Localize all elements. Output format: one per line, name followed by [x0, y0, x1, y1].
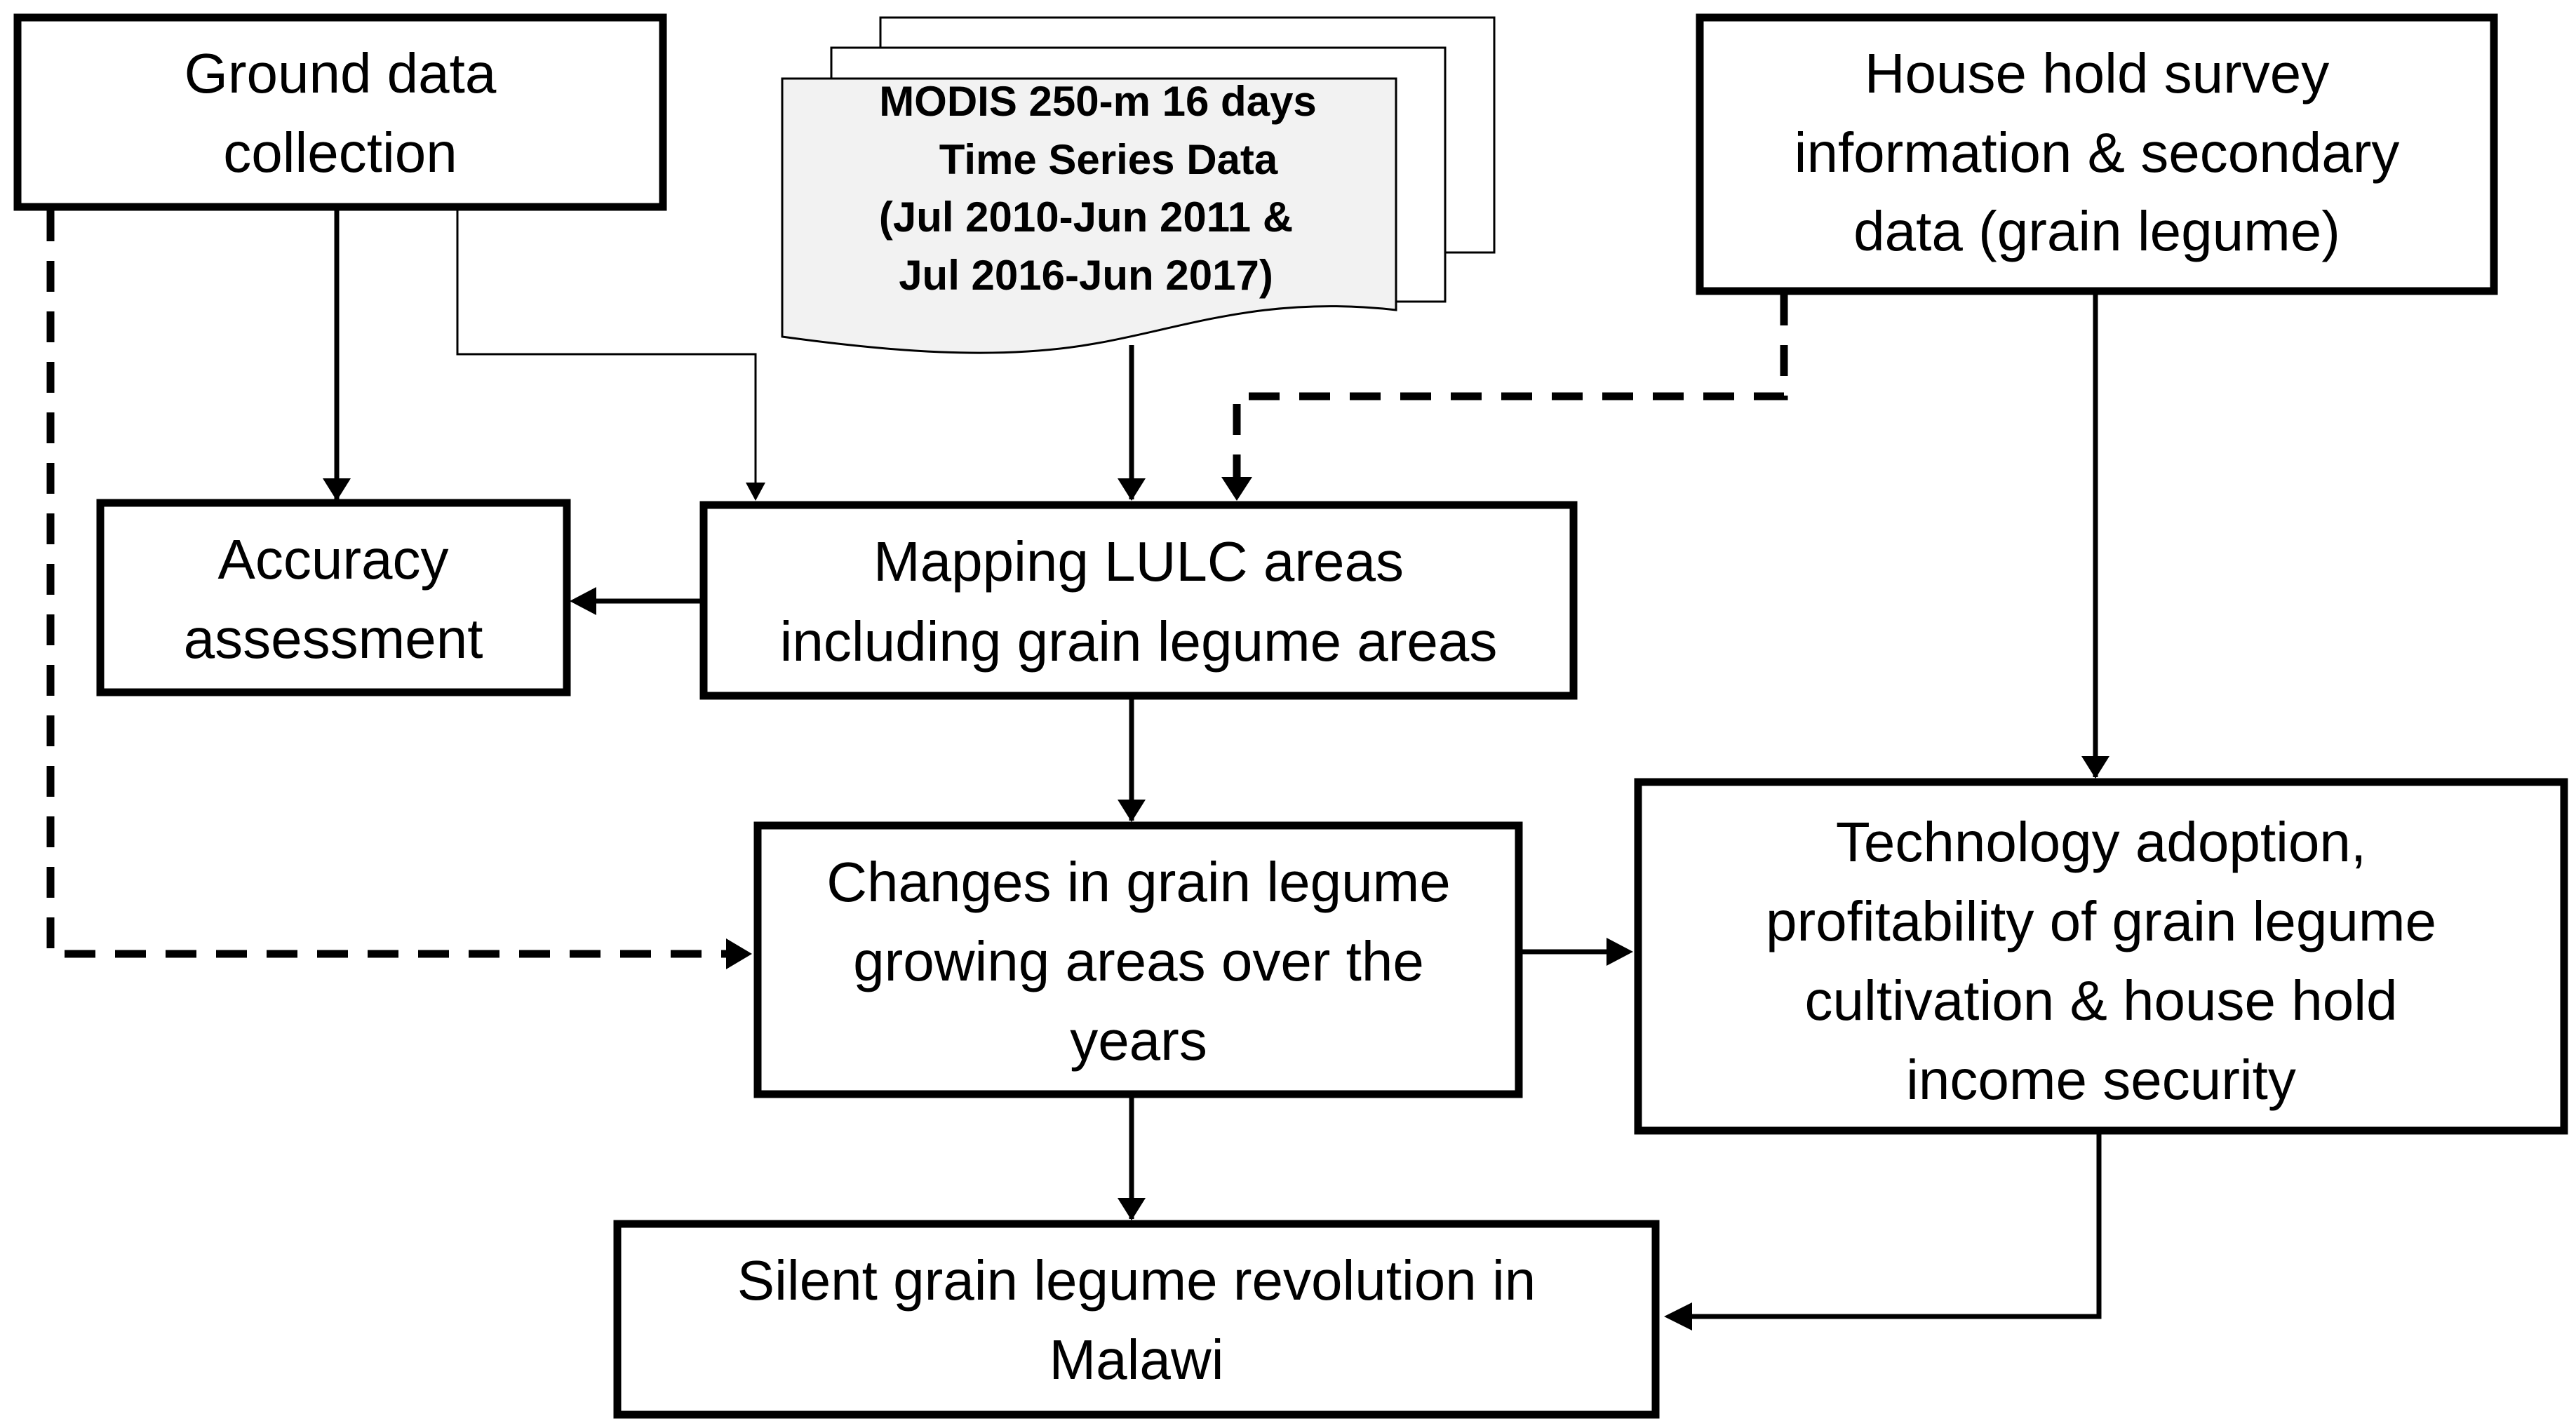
- arrowhead-ground-to-mapping: [746, 483, 765, 501]
- accuracy-line-2: assessment: [184, 607, 483, 670]
- arrowhead-technology-to-revolution: [1664, 1302, 1692, 1331]
- arrowhead-mapping-to-changes: [1118, 800, 1146, 822]
- technology-line-1: Technology adoption,: [1836, 811, 2366, 873]
- household-line-2: information & secondary: [1795, 121, 2400, 184]
- node-household-survey: House hold survey information & secondar…: [1696, 13, 2498, 295]
- changes-line-1: Changes in grain legume: [826, 851, 1450, 913]
- revolution-line-2: Malawi: [1049, 1328, 1224, 1391]
- technology-line-4: income security: [1906, 1049, 2296, 1111]
- mapping-line-2: including grain legume areas: [780, 610, 1498, 673]
- arrowhead-mapping-to-accuracy: [570, 587, 596, 615]
- revolution-line-1: Silent grain legume revolution in: [737, 1249, 1536, 1312]
- node-silent-revolution: Silent grain legume revolution in Malawi: [613, 1220, 1660, 1419]
- arrowhead-household-to-technology: [2081, 756, 2109, 779]
- modis-line-2: Time Series Data: [939, 136, 1278, 183]
- changes-line-3: years: [1070, 1009, 1207, 1072]
- arrow-ground-to-mapping: [456, 210, 757, 494]
- arrow-household-to-mapping: [1233, 295, 1788, 484]
- node-modis-document-stack: MODIS 250-m 16 days Time Series Data (Ju…: [781, 16, 1496, 354]
- node-accuracy-assessment: Accuracy assessment: [96, 499, 571, 696]
- arrowhead-ground-to-changes: [726, 938, 752, 969]
- arrowhead-household-to-mapping: [1221, 477, 1252, 501]
- modis-line-1: MODIS 250-m 16 days: [879, 78, 1317, 125]
- modis-line-3: (Jul 2010-Jun 2011 &: [879, 194, 1293, 241]
- household-line-1: House hold survey: [1865, 42, 2330, 105]
- accuracy-line-1: Accuracy: [218, 528, 449, 591]
- arrowhead-ground-to-accuracy: [323, 478, 351, 501]
- connectors: [46, 210, 2109, 1331]
- technology-line-3: cultivation & house hold: [1805, 969, 2398, 1032]
- household-line-3: data (grain legume): [1853, 200, 2340, 262]
- modis-line-4: Jul 2016-Jun 2017): [899, 252, 1273, 299]
- mapping-line-1: Mapping LULC areas: [873, 530, 1404, 593]
- ground-data-line-1: Ground data: [185, 42, 497, 105]
- node-ground-data-collection: Ground data collection: [13, 13, 667, 211]
- changes-line-2: growing areas over the: [853, 930, 1424, 992]
- arrowhead-changes-to-revolution: [1118, 1198, 1146, 1220]
- arrow-technology-to-revolution: [1670, 1134, 2102, 1319]
- document-page-front: [781, 77, 1397, 354]
- technology-line-2: profitability of grain legume: [1766, 890, 2436, 952]
- node-changes-grain-legume: Changes in grain legume growing areas ov…: [753, 821, 1523, 1098]
- ground-data-line-2: collection: [223, 121, 457, 184]
- arrowhead-modis-to-mapping: [1118, 478, 1146, 501]
- node-technology-adoption: Technology adoption, profitability of gr…: [1634, 778, 2568, 1135]
- arrowhead-changes-to-technology: [1606, 938, 1633, 966]
- node-mapping-lulc: Mapping LULC areas including grain legum…: [699, 501, 1578, 700]
